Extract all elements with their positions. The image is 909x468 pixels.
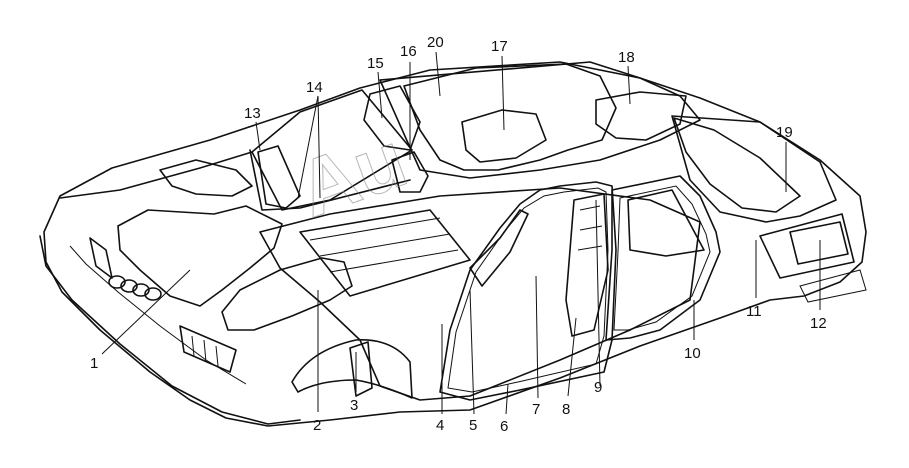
part-20-roof-lining (403, 63, 617, 171)
callout-15: 15 (367, 55, 384, 72)
callout-5: 5 (469, 417, 477, 434)
part-19-parcel-shelf (673, 117, 801, 213)
part-18-rear-pad (595, 91, 687, 141)
part-3-arch-liner (349, 341, 373, 397)
callout-7: 7 (532, 401, 540, 418)
part-5-a-pillar (469, 209, 529, 287)
callout-3: 3 (350, 397, 358, 414)
callout-14: 14 (306, 79, 323, 96)
part-4-6-front-door-seal (439, 181, 617, 401)
callout-18: 18 (618, 49, 635, 66)
callout-1: 1 (90, 355, 98, 372)
part-1-front-mat (117, 205, 283, 307)
callout-2: 2 (313, 417, 321, 434)
part-9-10-rear-door-seal (605, 175, 721, 341)
car-body (39, 61, 867, 427)
callout-17: 17 (491, 38, 508, 55)
callout-labels: 1 2 3 4 5 6 7 8 9 10 11 12 13 14 15 16 1… (90, 34, 827, 435)
callout-9: 9 (594, 379, 602, 396)
callout-10: 10 (684, 345, 701, 362)
brand-rings-logo (108, 275, 162, 301)
callout-13: 13 (244, 105, 261, 122)
callout-20: 20 (427, 34, 444, 51)
callout-4: 4 (436, 417, 444, 434)
leader-lines (101, 51, 821, 415)
part-2-footwell-pad (221, 257, 353, 331)
part-12-tail-pad (789, 221, 849, 265)
callout-8: 8 (562, 401, 570, 418)
part-17-visor (461, 109, 547, 163)
part-7-8-b-pillar (565, 193, 609, 337)
callout-12: 12 (810, 315, 827, 332)
callout-6: 6 (500, 418, 508, 435)
callout-16: 16 (400, 43, 417, 60)
callout-19: 19 (776, 124, 793, 141)
part-13-pillar (257, 145, 301, 209)
floor-pan (259, 187, 701, 401)
callout-11: 11 (746, 303, 762, 320)
insulation-parts (117, 63, 849, 401)
